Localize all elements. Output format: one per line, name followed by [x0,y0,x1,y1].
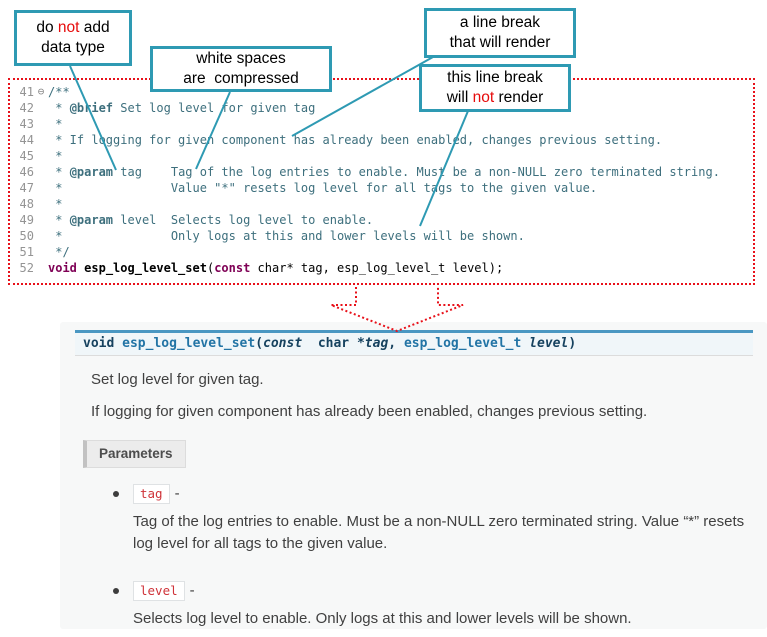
fold-spacer [34,132,48,148]
bullet-icon [113,491,119,497]
parameters-heading: Parameters [83,440,186,468]
code-editor: 41⊖/**42 * @brief Set log level for give… [8,78,755,285]
line-number: 50 [19,229,34,243]
callout-break-render: a line break that will render [424,8,576,58]
line-number: 51 [19,245,34,259]
line-number: 46 [19,165,34,179]
param-dash: - [189,581,195,599]
code-line: 46 * @param tag Tag of the log entries t… [12,164,753,180]
code-line: 50 * Only logs at this and lower levels … [12,228,753,244]
code-line: 45 * [12,148,753,164]
code-text: * Only logs at this and lower levels wil… [48,229,525,243]
code-text: * [48,197,63,211]
line-number: 41 [19,85,34,99]
line-number: 43 [19,117,34,131]
sig-keyword: void [83,336,123,351]
code-line: 51 */ [12,244,753,260]
fold-spacer [34,100,48,116]
code-line: 48 * [12,196,753,212]
code-text: * @param tag Tag of the log entries to e… [48,165,720,179]
fold-spacer [34,148,48,164]
sig-char-type: char * [302,336,365,351]
fold-spacer [34,196,48,212]
callout-text: this line break [447,68,543,86]
parameter-item-level: level- Selects log level to enable. Only… [113,580,753,630]
fold-spacer [34,180,48,196]
line-number: 47 [19,181,34,195]
sig-close-paren: ) [568,336,577,351]
code-text: * [48,117,63,131]
description-paragraph: If logging for given component has alrea… [91,403,648,420]
bullet-icon [113,587,119,594]
line-number: 52 [19,261,34,275]
fold-spacer [34,164,48,180]
sig-open-paren: ( [255,336,264,351]
line-number: 49 [19,213,34,227]
line-number: 42 [19,101,34,115]
fold-spacer [34,260,48,276]
fold-spacer [34,228,48,244]
callout-text: do not add [36,18,110,36]
code-line: 43 * [12,116,753,132]
fold-spacer [34,244,48,260]
code-lines: 41⊖/**42 * @brief Set log level for give… [12,84,753,276]
callout-text: will not render [446,89,544,106]
sig-arg-tag: tag [364,336,389,351]
function-signature: void esp_log_level_set(const char *tag, … [75,330,753,356]
line-number: 48 [19,197,34,211]
code-text: * Value "*" resets log level for all tag… [48,181,598,195]
parameter-list: tag- Tag of the log entries to enable. M… [75,484,753,629]
param-name-chip: tag [133,484,170,504]
fold-spacer [34,116,48,132]
code-line: 49 * @param level Selects log level to e… [12,212,753,228]
code-text: /** [48,85,70,99]
code-line: 44 * If logging for given component has … [12,132,753,148]
brief-paragraph: Set log level for given tag. [91,371,264,388]
sig-comma: , [388,336,404,351]
parameter-item-tag: tag- Tag of the log entries to enable. M… [113,484,753,555]
callout-text: data type [41,39,105,56]
callout-text: that will render [449,34,551,51]
sig-function-name: esp_log_level_set [122,336,256,351]
code-text: void esp_log_level_set(const char* tag, … [48,261,504,275]
code-text: * If logging for given component has alr… [48,133,663,147]
param-description: Selects log level to enable. Only logs a… [133,609,632,627]
fold-spacer [34,212,48,228]
callout-text: white spaces [196,49,286,67]
sig-const-keyword: const [263,336,303,351]
code-text: */ [48,245,70,259]
code-line: 47 * Value "*" resets log level for all … [12,180,753,196]
param-name-chip: level [133,580,185,601]
code-text: * [48,149,63,163]
callout-whitespace: white spaces are compressed [150,46,332,92]
code-line: 42 * @brief Set log level for given tag [12,100,753,116]
callout-no-datatype: do not add data type [14,10,132,66]
code-line: 52 void esp_log_level_set(const char* tag… [12,260,753,276]
callout-break-norender: this line break will not render [419,64,571,112]
line-number: 45 [19,149,34,163]
rendered-docs-panel: void esp_log_level_set(const char *tag, … [60,322,767,629]
line-number: 44 [19,133,34,147]
code-line: 41⊖/** [12,84,753,100]
code-text: * @brief Set log level for given tag [48,101,316,115]
callout-text: are compressed [183,70,299,87]
param-description: Tag of the log entries to enable. Must b… [133,513,745,552]
callout-text: a line break [459,13,541,31]
sig-arg-level: level [529,336,569,351]
fold-marker-icon: ⊖ [37,85,45,98]
sig-type-esp-log-level-t: esp_log_level_t [403,336,530,351]
param-dash: - [174,485,180,502]
code-text: * @param level Selects log level to enab… [48,213,374,227]
